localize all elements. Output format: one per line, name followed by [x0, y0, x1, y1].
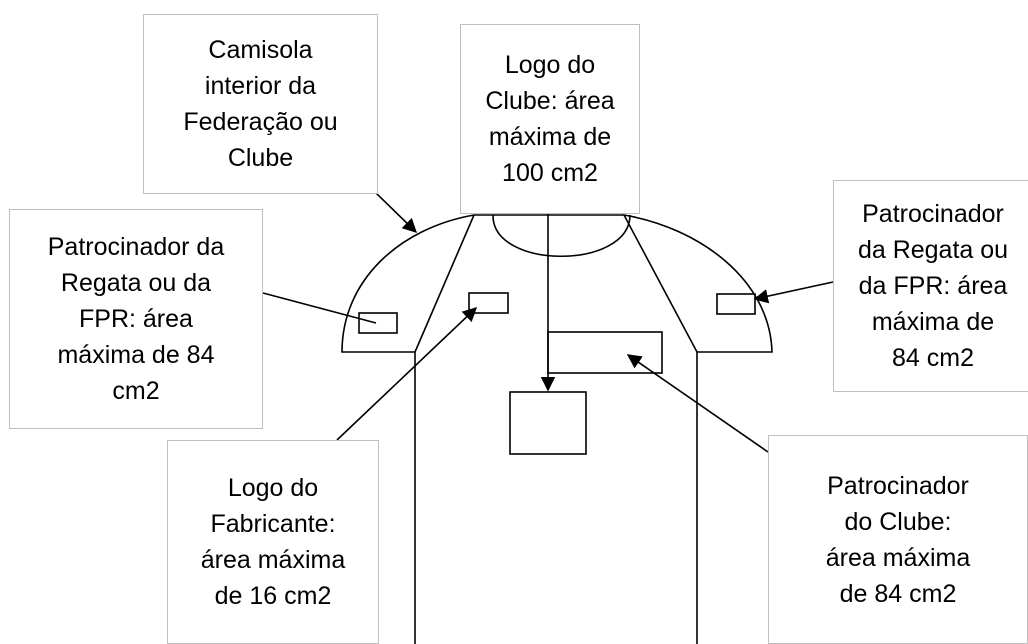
left-sponsor-leader — [262, 292, 377, 324]
club-logo-area — [509, 391, 587, 455]
jersey-outline — [341, 214, 773, 644]
callout-line: 100 cm2 — [502, 159, 598, 187]
callout-line: máxima de — [488, 123, 612, 151]
right-shoulder-seam — [623, 214, 698, 353]
club-logo-callout: Logo do Clube: área máxima de 100 cm2 — [460, 24, 640, 214]
left-sleeve-sponsor-area — [358, 312, 398, 334]
callout-line: Patrocinador — [827, 471, 969, 500]
right-sleeve-sponsor-callout: Patrocinador da Regata ou da FPR: área m… — [833, 180, 1028, 392]
callout-line: área máxima — [825, 543, 971, 572]
left-sleeve-sponsor-callout: Patrocinador da Regata ou da FPR: área m… — [9, 209, 263, 429]
right-sleeve-sponsor-area — [716, 293, 756, 315]
callout-line: Clube: área — [485, 87, 615, 115]
club-sponsor-callout: Patrocinador do Clube: área máxima de 84… — [768, 435, 1028, 644]
callout-line: da Regata ou — [857, 236, 1009, 264]
callout-line: da FPR: área — [858, 272, 1008, 300]
callout-line: máxima de — [871, 308, 995, 336]
right-sleeve-outline — [623, 214, 773, 353]
club-sponsor-arrow — [626, 354, 769, 453]
undershirt-callout: Camisola interior da Federação ou Clube — [143, 14, 378, 194]
callout-line: Federação ou — [183, 108, 338, 136]
callout-line: interior da — [204, 72, 317, 100]
right-sponsor-arrow — [753, 281, 834, 304]
callout-line: cm2 — [112, 377, 160, 405]
left-shoulder-seam — [414, 214, 475, 353]
callout-line: FPR: área — [79, 305, 193, 333]
manufacturer-logo-area — [468, 292, 509, 314]
callout-line: 84 cm2 — [892, 344, 974, 372]
callout-line: Camisola — [208, 36, 313, 64]
callout-line: de 84 cm2 — [839, 579, 957, 608]
undershirt-arrow — [374, 191, 418, 234]
manufacturer-logo-arrow — [336, 307, 478, 441]
collar-curve — [492, 214, 631, 258]
callout-line: Patrocinador — [862, 200, 1004, 228]
callout-line: Patrocinador da — [47, 233, 225, 261]
callout-line: Clube — [227, 144, 294, 172]
callout-line: área máxima — [200, 546, 346, 574]
callout-line: máxima de 84 — [57, 341, 215, 369]
callout-line: de 16 cm2 — [214, 582, 332, 610]
left-sleeve-outline — [341, 214, 475, 353]
callout-line: Logo do — [504, 51, 596, 79]
callout-line: Fabricante: — [210, 510, 336, 538]
callout-line: Logo do — [227, 474, 319, 502]
callout-line: Regata ou da — [60, 269, 212, 297]
manufacturer-logo-callout: Logo do Fabricante: área máxima de 16 cm… — [167, 440, 379, 644]
callout-line: do Clube: — [844, 507, 952, 536]
